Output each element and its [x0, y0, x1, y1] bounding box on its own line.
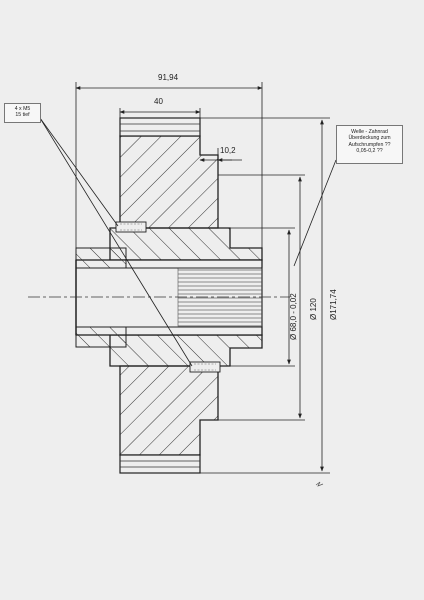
dim-bore-diameter: Ø 68,0 - 0,02 [289, 293, 298, 340]
gear-upper-section [119, 117, 219, 229]
thread-note: 4 x M5 15 tief [4, 103, 41, 123]
fit-note-line-3: Aufschrumpfen ?? [348, 141, 391, 148]
fit-note: Welle - Zahnrad Überdeckung zum Aufschru… [336, 125, 403, 164]
thread-holes [115, 221, 221, 373]
pen-mark [315, 481, 324, 487]
dim-step-length: 10,2 [220, 146, 236, 155]
hub-section [75, 227, 263, 367]
dim-hub-diameter: Ø 120 [309, 298, 318, 320]
thread-note-line-1: 4 x M5 [14, 106, 31, 112]
thread-note-line-2: 15 tief [15, 112, 30, 119]
fit-note-line-1: Welle - Zahnrad [351, 129, 388, 135]
dimension-lines [39, 82, 337, 474]
dim-hub-length: 40 [154, 97, 163, 106]
dim-outer-diameter: Ø171,74 [329, 289, 338, 320]
fit-note-line-4: 0,05-0,2 ?? [356, 148, 383, 155]
dim-overall-length: 91,94 [158, 73, 179, 82]
fit-note-line-2: Überdeckung zum [348, 135, 391, 142]
gear-lower-section [119, 365, 219, 474]
